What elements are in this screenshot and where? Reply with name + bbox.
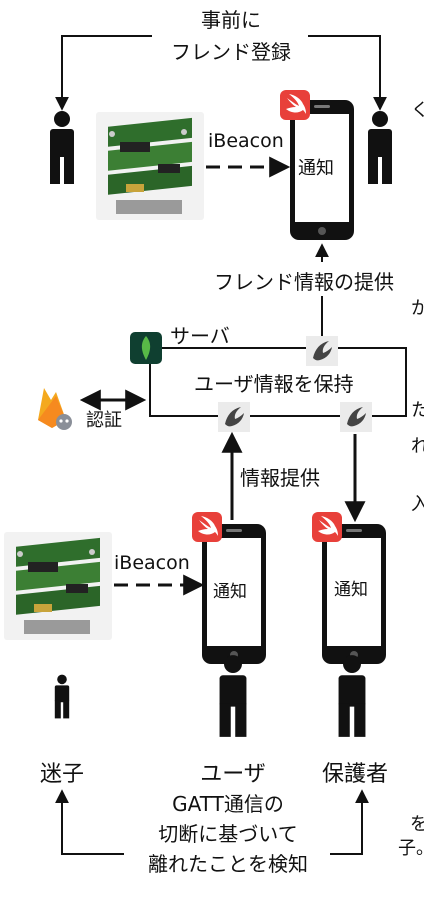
edge-fragment-2: か: [411, 298, 424, 319]
notify-label-top: 通知: [298, 158, 334, 179]
auth-label: 認証: [86, 410, 122, 431]
edge-fragment-6: を: [410, 814, 424, 835]
friend-info-provide-label: フレンド情報の提供: [214, 270, 394, 294]
notify-label-user: 通知: [213, 582, 247, 602]
gatt-detect-connector: [55, 789, 369, 855]
top-right-person-icon: [368, 111, 392, 184]
server-label: サーバ: [170, 324, 230, 348]
gatt-line3: 離れたことを検知: [148, 852, 308, 876]
guardian-person-icon: [338, 655, 366, 737]
falcon-icon-left: [218, 402, 250, 432]
top-register-connector: [55, 35, 387, 111]
falcon-icon-top: [306, 336, 338, 366]
info-provide-label: 情報提供: [240, 466, 320, 490]
edge-fragment-7: 子。: [398, 838, 424, 859]
ibeacon-label-bottom: iBeacon: [114, 552, 190, 574]
falcon-icon-right: [340, 402, 372, 432]
notify-label-guardian: 通知: [334, 580, 368, 600]
mongodb-icon: [130, 332, 162, 364]
ibeacon-label-top: iBeacon: [208, 130, 284, 152]
lost-child-person-icon: [54, 674, 70, 719]
guardian-swift-icon: [312, 512, 342, 542]
edge-fragment-3: た: [411, 400, 424, 421]
gatt-line1: GATT通信の: [172, 792, 284, 816]
edge-fragment-5: 入: [411, 494, 424, 515]
user-label: ユーザ: [200, 762, 266, 787]
register-line2: フレンド登録: [171, 40, 291, 64]
edge-fragment-1: く: [411, 100, 424, 121]
guardian-label: 保護者: [321, 762, 388, 787]
top-left-person-icon: [50, 111, 74, 184]
user-person-icon: [219, 655, 247, 737]
user-swift-icon: [192, 512, 222, 542]
firebase-icon: [38, 388, 72, 430]
user-info-store-label: ユーザ情報を保持: [194, 372, 354, 396]
bottom-beacon-board-icon: [4, 532, 112, 640]
server-box: [149, 347, 407, 417]
lost-child-label: 迷子: [39, 762, 84, 787]
top-swift-icon: [280, 90, 310, 120]
gatt-line2: 切断に基づいて: [158, 822, 298, 846]
edge-fragment-4: れ: [411, 436, 424, 457]
top-beacon-board-icon: [96, 112, 204, 220]
register-line1: 事前に: [201, 8, 261, 32]
